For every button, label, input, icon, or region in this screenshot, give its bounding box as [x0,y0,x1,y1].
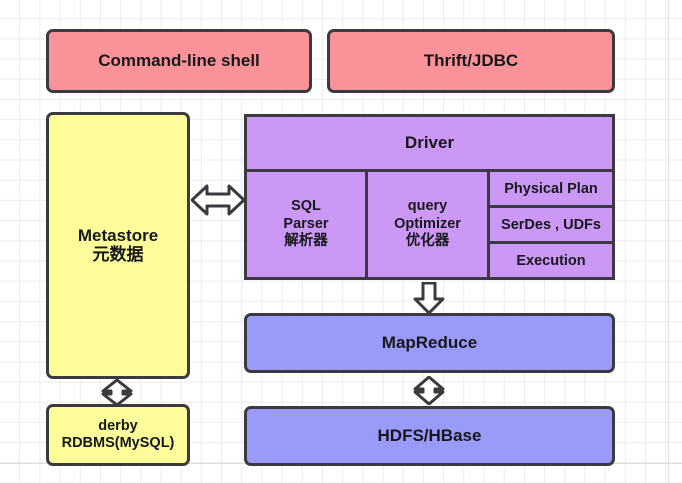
node-serdes-udfs[interactable]: SerDes , UDFs [490,208,612,244]
metastore-driver-arrow [191,183,245,217]
node-physical-plan[interactable]: Physical Plan [490,172,612,208]
node-hdfs-hbase[interactable]: HDFS/HBase [244,406,615,466]
grid-major-line [668,0,669,483]
node-label-cn: 解析器 [284,233,328,250]
node-label: Physical Plan [504,180,598,197]
node-label-line1: derby [98,418,138,435]
node-thrift-jdbc[interactable]: Thrift/JDBC [327,29,615,93]
mapreduce-storage-arrow [412,376,446,405]
node-label: SerDes , UDFs [501,216,601,233]
node-label: Thrift/JDBC [423,51,519,71]
driver-stack: Physical Plan SerDes , UDFs Execution [490,172,612,277]
driver-title: Driver [247,117,612,172]
node-mapreduce[interactable]: MapReduce [244,313,615,373]
node-driver[interactable]: Driver SQL Parser 解析器 query Optimizer 优化… [244,114,615,280]
node-command-line-shell[interactable]: Command-line shell [46,29,312,93]
node-execution[interactable]: Execution [490,244,612,277]
node-metastore[interactable]: Metastore 元数据 [46,112,190,379]
node-label: HDFS/HBase [377,426,482,446]
node-label-line2: RDBMS(MySQL) [61,435,175,451]
node-derby-rdbms[interactable]: derby RDBMS(MySQL) [46,404,190,466]
node-label-cn: 元数据 [92,244,144,265]
node-label: MapReduce [381,333,478,353]
driver-mapreduce-arrow [412,282,446,314]
node-label-line2: Optimizer [394,215,461,232]
node-label: Command-line shell [98,51,260,71]
driver-columns: SQL Parser 解析器 query Optimizer 优化器 Physi… [247,172,612,277]
node-sql-parser[interactable]: SQL Parser 解析器 [247,172,368,277]
node-label-cn: 优化器 [405,233,450,250]
node-label: Driver [404,133,455,152]
node-label-line1: SQL [291,198,321,215]
node-label-line1: query [407,198,448,215]
node-query-optimizer[interactable]: query Optimizer 优化器 [368,172,490,277]
metastore-db-arrow [100,379,134,406]
node-label: Execution [516,252,586,269]
node-label-line2: Parser [283,215,329,232]
node-label: Metastore [77,225,159,245]
